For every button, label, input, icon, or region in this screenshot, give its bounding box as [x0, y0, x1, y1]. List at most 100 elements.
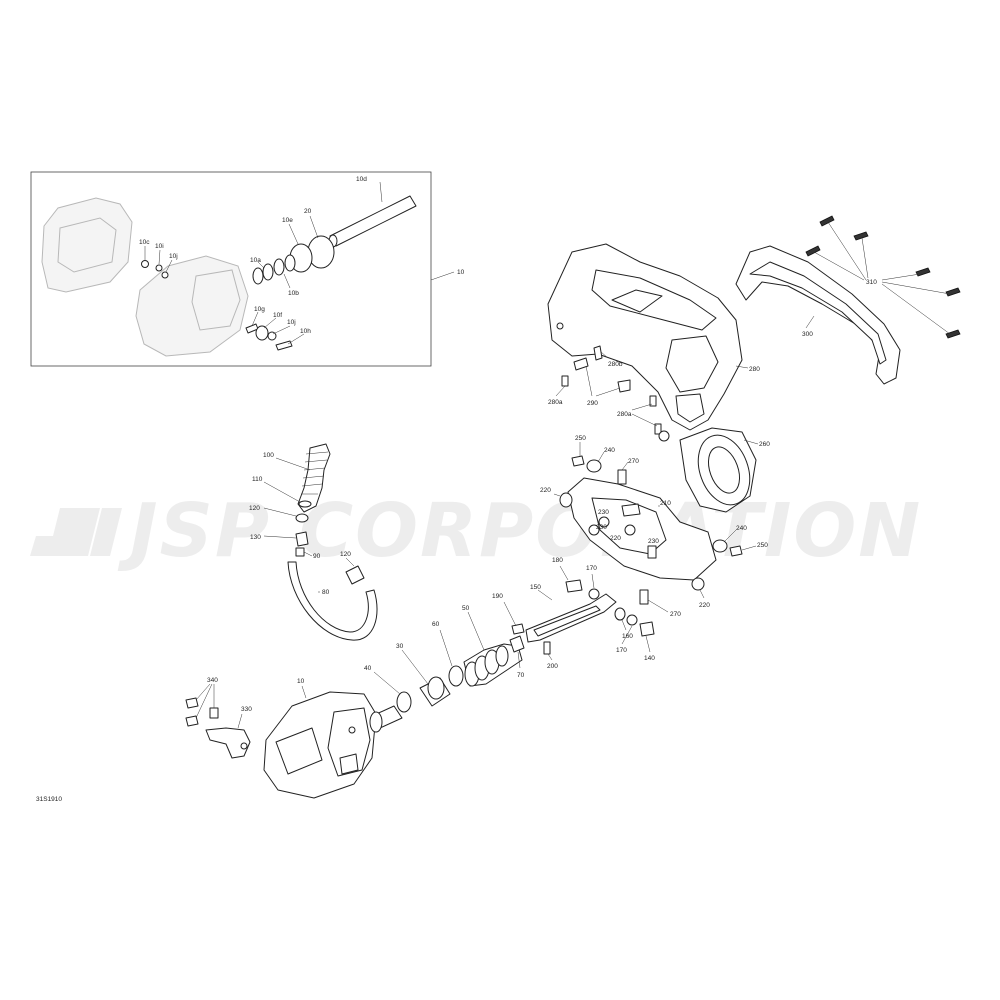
leader-310-2: [861, 237, 869, 279]
bushing-230-a: [598, 516, 610, 528]
gearbox-10-flange: [369, 711, 383, 733]
screw-310-4: [915, 267, 931, 277]
leader-290b: [595, 387, 621, 397]
label-220-left: 220: [540, 487, 551, 494]
label-60: 60: [432, 621, 440, 628]
label-110: 110: [252, 476, 263, 483]
bracket-300-rib: [749, 261, 887, 365]
leader-10e: [288, 223, 299, 245]
leader-310-4: [881, 273, 921, 281]
fitting-130: [295, 531, 309, 547]
leader-200: [547, 653, 553, 661]
bolt-200: [543, 641, 551, 655]
fitting-120-a: [295, 513, 309, 523]
label-270-top: 270: [628, 458, 639, 465]
bushing-140: [639, 621, 655, 637]
bushing-220-left: [559, 492, 573, 508]
clamp-70: [509, 635, 525, 653]
leader-10i: [158, 249, 161, 265]
oring-10b-2: [284, 254, 296, 272]
leader-90: [303, 551, 313, 557]
label-220-bottom: 220: [699, 602, 710, 609]
bolt-340-1: [185, 697, 199, 709]
lever-330-pivot: [240, 742, 248, 750]
label-150: 150: [530, 584, 541, 591]
leader-300: [805, 315, 815, 329]
link-150-rib: [533, 605, 601, 637]
leader-30: [401, 649, 429, 685]
label-240-top: 240: [604, 447, 615, 454]
label-210: 210: [660, 500, 671, 507]
leader-120-b: [345, 557, 355, 567]
clamp-110: [298, 500, 312, 508]
lever-330-body: [205, 727, 251, 759]
leader-180: [559, 565, 569, 581]
leader-170-bottom: [621, 625, 633, 645]
gearbox-10-face: [327, 707, 371, 777]
leader-50: [467, 611, 485, 651]
screw-310-5: [945, 287, 961, 297]
gearbox-10-port: [348, 726, 356, 734]
leader-10f: [263, 317, 277, 329]
label-220-mid: 220: [610, 535, 621, 542]
label-180: 180: [552, 557, 563, 564]
label-200: 200: [547, 663, 558, 670]
cover-fasteners: 280b 290 280a 280a: [548, 345, 662, 435]
label-310: 310: [866, 279, 877, 286]
leader-150: [537, 589, 553, 601]
cover-280: 280: [547, 243, 760, 431]
label-90: 90: [313, 553, 321, 560]
label-140: 140: [644, 655, 655, 662]
bolt-250-top: [571, 455, 585, 467]
leader-330: [237, 713, 243, 729]
leader-130: [263, 535, 297, 539]
leader-170-top: [591, 573, 595, 589]
linkage-150: 150 180 170 160 170 140 190 200: [492, 557, 655, 670]
label-300: 300: [802, 331, 813, 338]
label-250-top: 250: [575, 435, 586, 442]
bolt-340-2: [209, 707, 219, 719]
gate-210-tab: [621, 503, 641, 517]
cover-280-hole: [556, 322, 564, 330]
leader-120-a: [263, 507, 297, 517]
label-230-b: 230: [596, 524, 607, 531]
oring-160: [614, 607, 626, 621]
pin-280a-1: [561, 375, 569, 387]
label-10j-top: 10j: [169, 253, 178, 260]
leader-10j: [272, 325, 291, 335]
bushing-220-mid: [624, 524, 636, 536]
washer-10c: [141, 260, 149, 268]
washer-10j: [267, 331, 277, 341]
label-10d: 10d: [356, 176, 367, 183]
label-230-c: 230: [648, 538, 659, 545]
label-230-a: 230: [598, 509, 609, 516]
ring-40: [396, 691, 412, 713]
label-10: 10: [297, 678, 305, 685]
leader-10b: [283, 273, 291, 289]
label-10a: 10a: [250, 257, 261, 264]
label-160: 160: [622, 633, 633, 640]
label-40: 40: [364, 665, 372, 672]
leader-260: [743, 439, 759, 445]
cover-280-slot: [611, 289, 663, 313]
label-70: 70: [517, 672, 525, 679]
screw-310-1: [819, 215, 835, 227]
label-120-a: 120: [249, 505, 260, 512]
leader-290a: [585, 365, 593, 397]
leader-190: [503, 601, 517, 627]
adapter-30-end: [427, 676, 445, 700]
leader-20: [309, 215, 319, 239]
label-10e: 10e: [282, 217, 293, 224]
leader-310-3: [813, 251, 865, 281]
leader-10d: [379, 181, 383, 203]
leader-10j-top: [165, 259, 173, 273]
leader-10h: [287, 333, 305, 345]
spring-hose-100-coils: [301, 451, 329, 495]
pin-270-bottom: [639, 589, 649, 605]
label-290: 290: [587, 400, 598, 407]
label-270-bottom: 270: [670, 611, 681, 618]
leader-310-5: [881, 281, 951, 295]
label-280a-1: 280a: [548, 399, 563, 406]
clamp-60: [448, 665, 464, 687]
leader-340-1: [195, 683, 211, 701]
